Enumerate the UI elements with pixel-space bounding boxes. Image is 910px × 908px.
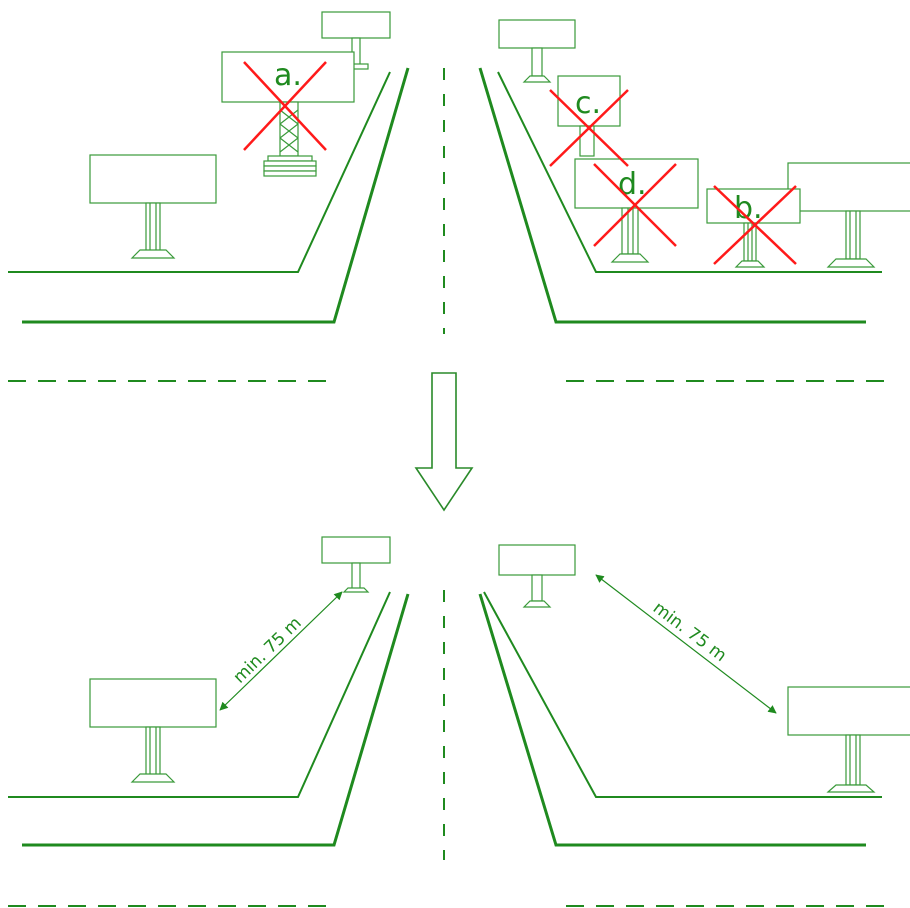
cross-mark-icon <box>243 61 327 151</box>
billboard-bottom-far-right <box>498 544 576 608</box>
distance-label-left: min. 75 m <box>230 613 306 687</box>
double-arrow-icon <box>219 591 343 711</box>
cross-marks <box>243 61 797 265</box>
label-a: a. <box>274 58 302 93</box>
double-arrow-icon <box>595 574 777 714</box>
bottom-road <box>8 590 882 860</box>
top-road <box>8 67 882 334</box>
billboard-bottom-far-left <box>321 536 391 593</box>
cross-mark-icon <box>593 163 677 247</box>
cross-mark-icon <box>549 89 629 167</box>
billboard-bottom-left <box>89 678 217 783</box>
distance-arrows <box>219 574 777 714</box>
billboard-a <box>221 51 355 177</box>
label-c: c. <box>575 86 601 121</box>
bottom-left-inner-edge <box>8 591 391 798</box>
top-panel: a. b. c. d. <box>8 11 910 382</box>
distance-label-right: min. 75 m <box>649 598 730 666</box>
top-left-outer-edge <box>22 67 410 324</box>
top-labels: a. b. c. d. <box>274 58 763 226</box>
cross-mark-icon <box>713 185 797 265</box>
billboard-left-big <box>89 154 217 259</box>
top-billboards <box>89 11 910 268</box>
bottom-right-inner-edge <box>483 591 882 798</box>
billboard-far-right <box>498 19 576 83</box>
label-d: d. <box>618 167 647 202</box>
bottom-billboards <box>89 536 910 793</box>
big-down-arrow-icon <box>414 372 474 512</box>
billboard-far-left <box>321 11 391 70</box>
top-right-inner-edge <box>497 71 882 273</box>
top-left-inner-edge <box>8 71 391 273</box>
billboard-bottom-right <box>787 686 910 793</box>
bottom-panel: min. 75 m min. 75 m <box>8 536 910 907</box>
distance-labels: min. 75 m min. 75 m <box>230 598 731 688</box>
bottom-right-outer-edge <box>478 593 866 847</box>
top-right-outer-edge <box>478 67 866 324</box>
billboard-right-big <box>787 162 910 268</box>
bottom-left-outer-edge <box>22 593 410 847</box>
